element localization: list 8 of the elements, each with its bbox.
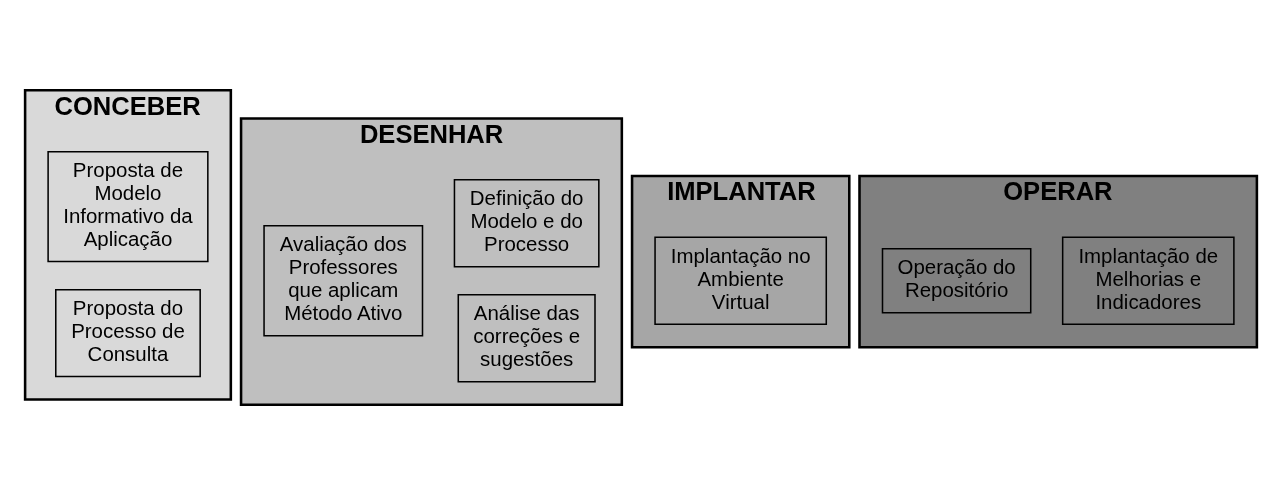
node-box: Avaliação dos Professores que aplicam Método Ativo [263, 224, 424, 336]
node-box: Análise das correções e sugestões [457, 293, 596, 382]
node-box: Operação do Repositório [881, 247, 1032, 313]
node-box: Implantação de Melhorias e Indicadores [1061, 236, 1235, 325]
node-box: Proposta de Modelo Informativo da Aplicação [47, 150, 209, 262]
node-box: Proposta do Processo de Consulta [55, 288, 201, 377]
node-box: Definição do Modelo e do Processo [453, 178, 600, 267]
node-box: Implantação no Ambiente Virtual [654, 236, 828, 325]
